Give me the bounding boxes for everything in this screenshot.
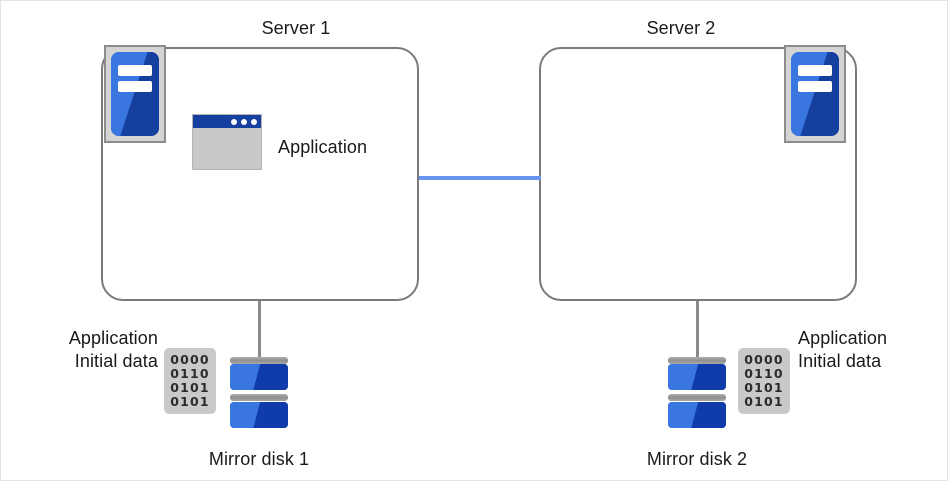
server-rack-icon-2 xyxy=(784,45,846,143)
disk-spacer-top xyxy=(668,357,726,364)
server2-disk-connector xyxy=(696,301,699,357)
server-rack-icon-1 xyxy=(104,45,166,143)
window-dot-2 xyxy=(241,118,247,125)
server1-data-label-line1: Application xyxy=(68,328,158,348)
server-rack-icon-bar-bottom xyxy=(798,81,832,93)
server1-disk-connector xyxy=(258,301,261,357)
binary-row: 0101 xyxy=(744,380,784,395)
disk-spacer-top xyxy=(230,357,288,364)
mirror-disk-icon-2 xyxy=(668,354,726,428)
server-rack-icon-bar-top xyxy=(118,65,152,77)
server-rack-icon-bar-bottom xyxy=(118,81,152,93)
mirror-disk-icon-1 xyxy=(230,354,288,428)
server2-binary-data-card: 0000 0110 0101 0101 xyxy=(738,348,790,414)
server-rack-icon-body xyxy=(111,52,159,136)
disk-platter-gradient xyxy=(230,364,288,390)
disk-platter-gradient xyxy=(668,402,726,428)
disk-platter-top xyxy=(668,364,726,390)
disk-spacer-middle xyxy=(230,394,288,401)
application-window-titlebar xyxy=(193,115,261,128)
server2-title: Server 2 xyxy=(646,18,716,38)
server1-title: Server 1 xyxy=(261,18,331,38)
mirror-disk-1-label: Mirror disk 1 xyxy=(208,449,310,469)
binary-row: 0101 xyxy=(744,394,784,409)
disk-platter-bottom xyxy=(230,402,288,428)
interconnect-line xyxy=(419,176,541,180)
binary-row: 0000 xyxy=(170,352,210,367)
server2-data-label-line2: Initial data xyxy=(798,351,882,371)
server-rack-icon-bar-top xyxy=(798,65,832,77)
binary-row: 0000 xyxy=(744,352,784,367)
disk-platter-top xyxy=(230,364,288,390)
server-rack-icon-body xyxy=(791,52,839,136)
disk-platter-gradient xyxy=(230,402,288,428)
application-window-icon xyxy=(192,114,262,170)
window-dot-1 xyxy=(231,118,237,125)
mirror-disk-2-label: Mirror disk 2 xyxy=(646,449,748,469)
binary-row: 0110 xyxy=(170,366,210,381)
binary-row: 0110 xyxy=(744,366,784,381)
disk-platter-bottom xyxy=(668,402,726,428)
disk-platter-gradient xyxy=(668,364,726,390)
application-label: Application xyxy=(278,137,368,157)
disk-spacer-middle xyxy=(668,394,726,401)
binary-row: 0101 xyxy=(170,394,210,409)
server1-data-label-line2: Initial data xyxy=(74,351,158,371)
server1-binary-data-card: 0000 0110 0101 0101 xyxy=(164,348,216,414)
window-dot-3 xyxy=(251,118,257,125)
server2-data-label-line1: Application xyxy=(798,328,888,348)
binary-row: 0101 xyxy=(170,380,210,395)
